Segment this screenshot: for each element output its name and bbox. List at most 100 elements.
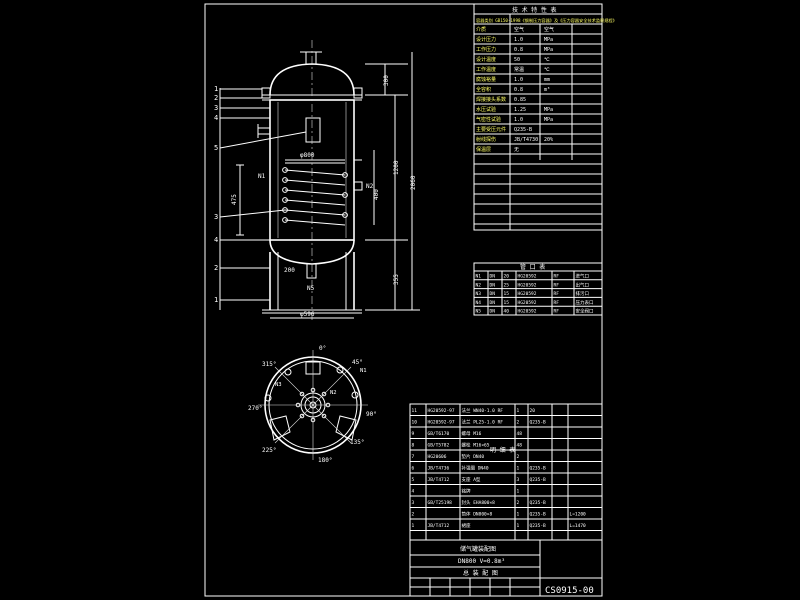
angle-90: 90°	[366, 411, 377, 418]
angle-225: 225°	[262, 447, 276, 454]
angle-270: 270°	[248, 405, 262, 412]
tech-row-value: 0.85	[514, 97, 526, 103]
tech-row-value: 50	[514, 57, 520, 63]
parts-cell: GB/T25198	[428, 500, 453, 506]
tech-row-value: 0.8	[514, 47, 523, 53]
parts-cell: Q235-B	[530, 523, 547, 529]
tech-row-unit: ℃	[544, 57, 550, 63]
parts-cell: 3	[412, 500, 415, 506]
parts-cell: Q235-B	[530, 420, 547, 426]
dim-bottom: 200	[284, 267, 295, 274]
elevation-view: 1 2 3 4 5 3 4 2 1 475 300 1200 355 2060 …	[214, 40, 420, 320]
dia-label: φ800	[300, 152, 315, 159]
tech-table-header: 技 术 特 性 表	[512, 6, 556, 14]
nozzle-cell: HG20592	[518, 282, 537, 288]
parts-cell: 4	[412, 489, 415, 495]
nozzle-cell: DN	[490, 309, 496, 315]
callout-2: 2	[214, 94, 218, 102]
tech-row-value: 常温	[514, 66, 524, 73]
parts-cell: HG20606	[428, 454, 447, 460]
tech-data-table: 技 术 特 性 表 容器类别 GB150-1998《钢制压力容器》及《压力容器安…	[473, 3, 617, 231]
parts-cell: 螺栓 M16×65	[462, 442, 490, 449]
tech-row-unit: 20%	[544, 137, 553, 143]
parts-table-header: 明 细 表	[490, 446, 515, 454]
parts-cell: JB/T4712	[428, 523, 450, 529]
callout-8: 2	[214, 264, 218, 272]
plan-view: 0° 45° 90° 135° 180° 225° 270° 315° N1 N…	[248, 345, 377, 464]
parts-cell: 裙座	[462, 522, 471, 529]
parts-cell: Q235-B	[530, 500, 547, 506]
tech-row-label: 设计压力	[476, 36, 496, 43]
nozzle-cell: DN	[490, 300, 496, 306]
tech-row-unit: 空气	[544, 26, 554, 33]
dim-coil: 475	[231, 194, 238, 205]
tech-row-value: JB/T4730	[514, 137, 538, 143]
callout-7: 4	[214, 236, 218, 244]
parts-cell: 铭牌	[462, 488, 471, 495]
angle-135: 135°	[350, 439, 364, 446]
parts-cell: 封头 EHA800×8	[462, 499, 496, 506]
nozzle-cell: 15	[504, 300, 510, 306]
parts-cell: 法兰 PL25-1.0 RF	[462, 419, 504, 426]
angle-45: 45°	[352, 359, 363, 366]
dim-head: 300	[383, 75, 390, 86]
dim-total: 2060	[410, 175, 417, 190]
nozzle-cell: RF	[554, 300, 560, 306]
tech-row-label: 腐蚀裕量	[476, 76, 496, 83]
parts-cell: 1	[412, 523, 415, 529]
dim-shell: 1200	[393, 160, 400, 175]
nozzle-cell: 15	[504, 291, 510, 297]
parts-cell: 2	[412, 512, 415, 518]
parts-cell: 20	[530, 408, 536, 414]
plan-nozzle-n2: N2	[330, 390, 337, 396]
parts-cell: HG20592-97	[428, 408, 455, 414]
parts-cell: 1	[517, 466, 520, 472]
nozzle-cell: 安全阀口	[576, 308, 594, 315]
parts-cell: 1	[517, 523, 520, 529]
angle-180: 180°	[318, 457, 332, 464]
nozzle-label-n2: N2	[366, 183, 374, 190]
nozzle-label-n5: N5	[307, 285, 315, 292]
callout-5: 5	[214, 144, 218, 152]
tech-row-value: 无	[514, 147, 519, 153]
parts-cell: 8	[412, 443, 415, 449]
plan-nozzle-n1: N1	[360, 368, 367, 374]
tech-row-label: 射线探伤	[476, 136, 496, 143]
tech-row-label: 保温层	[476, 146, 491, 153]
nozzle-cell: 进气口	[576, 273, 590, 280]
drawing-number: CS0915-00	[545, 586, 594, 596]
nozzle-cell: 20	[504, 274, 510, 280]
parts-cell: 螺母 M16	[462, 430, 482, 437]
callout-6: 3	[214, 213, 218, 221]
tech-row-value: 1.25	[514, 107, 526, 113]
tech-row-value: 1.0	[514, 37, 523, 43]
tech-row-unit: MPa	[544, 117, 553, 123]
callout-9: 1	[214, 296, 218, 304]
parts-cell: 支座 A型	[462, 476, 481, 483]
tech-table-first-row: 容器类别 GB150-1998《钢制压力容器》及《压力容器安全技术监察规程》	[476, 17, 617, 24]
base-dia-label: φ596	[300, 311, 315, 318]
tech-row-label: 气密性试验	[476, 116, 501, 123]
parts-cell: JB/T4712	[428, 477, 450, 483]
nozzle-cell: DN	[490, 274, 496, 280]
tech-row-label: 焊接接头系数	[476, 96, 506, 103]
nozzle-cell: HG20592	[518, 300, 537, 306]
parts-cell: 2	[517, 420, 520, 426]
callout-3: 3	[214, 104, 218, 112]
parts-cell: 补强圈 DN40	[462, 465, 489, 472]
nozzle-cell: DN	[490, 291, 496, 297]
nozzle-cell: RF	[554, 274, 560, 280]
coil-assembly	[282, 159, 348, 226]
plan-nozzle-n3: N3	[275, 382, 282, 388]
nozzle-cell: 出气口	[576, 281, 590, 288]
tech-row-label: 全容积	[476, 86, 491, 93]
tech-row-label: 介质	[476, 26, 486, 33]
title-line-2: DN800 V=0.8m³	[458, 558, 505, 565]
angle-0: 0°	[319, 345, 326, 352]
tech-row-value: 0.8	[514, 87, 523, 93]
title-line-3: 总 装 配 图	[463, 569, 498, 577]
nozzle-cell: N1	[476, 274, 482, 280]
nozzle-cell: RF	[554, 309, 560, 315]
